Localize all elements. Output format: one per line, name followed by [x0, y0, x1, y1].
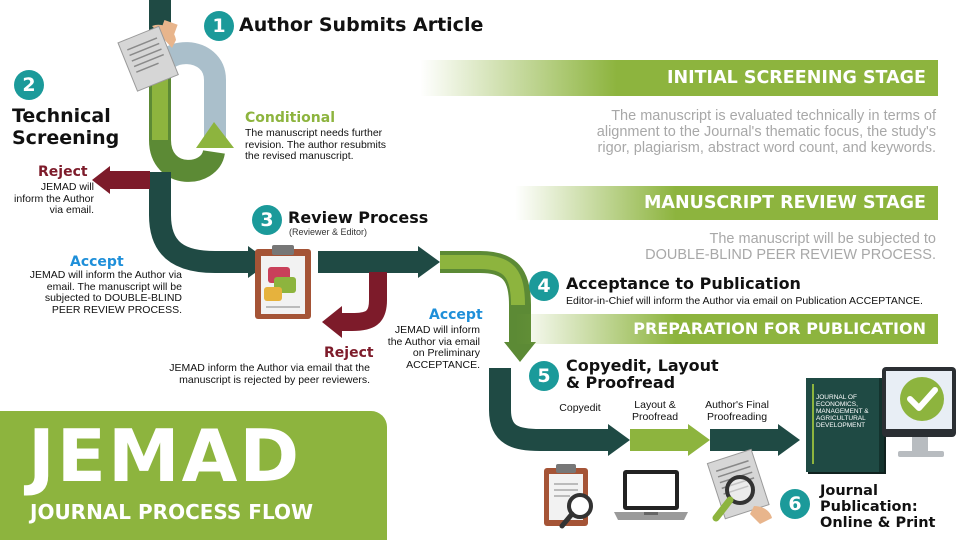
substep-final-line: Proofreading: [706, 410, 768, 423]
substep-layout-line: Layout &: [634, 399, 676, 411]
screening-accept-line: JEMAD will inform the Author via: [29, 269, 182, 281]
step-4-description: Editor-in-Chief will inform the Author v…: [566, 295, 923, 307]
review-reject-arrow: [338, 272, 387, 331]
conditional-arrowhead: [196, 122, 234, 148]
screening-accept-label: Accept: [70, 254, 124, 270]
step-4-badge: 4: [529, 271, 559, 301]
initial-screening-line: alignment to the Journal's thematic focu…: [596, 124, 936, 140]
substep-copyedit: Copyedit: [559, 402, 601, 414]
step-6-title-line: Journal: [820, 483, 878, 499]
clipboard-review-icon: [255, 245, 311, 319]
journal-spine-line: [812, 384, 814, 464]
substep-final-line: Author's Final: [705, 399, 769, 411]
preparation-banner-label: PREPARATION FOR PUBLICATION: [633, 319, 926, 338]
review-accept-description: JEMAD will inform the Author via email o…: [370, 324, 480, 371]
review-reject-line: manuscript is rejected by peer reviewers…: [179, 373, 370, 386]
preparation-banner: PREPARATION FOR PUBLICATION: [515, 314, 938, 344]
manuscript-review-banner: MANUSCRIPT REVIEW STAGE: [515, 186, 938, 220]
conditional-description: The manuscript needs further revision. T…: [245, 127, 387, 163]
conditional-line: revision. The author resubmits: [245, 138, 387, 151]
manuscript-review-line: DOUBLE-BLIND PEER REVIEW PROCESS.: [645, 247, 936, 263]
manuscript-review-line: The manuscript will be subjected to: [709, 231, 936, 247]
screening-reject-arrowhead: [92, 166, 110, 194]
step-2-title-line: Technical: [12, 105, 111, 127]
screening-reject-line: inform the Author: [14, 192, 94, 205]
review-reject-description: JEMAD inform the Author via email that t…: [140, 362, 370, 386]
proofread-magnifier-icon: [706, 448, 772, 524]
conditional-line: The manuscript needs further: [245, 127, 383, 139]
screening-reject-line: via email.: [49, 204, 94, 216]
step-4-title: Acceptance to Publication: [566, 274, 801, 293]
conditional-label: Conditional: [245, 110, 336, 126]
initial-screening-line: The manuscript is evaluated technically …: [611, 108, 936, 124]
laptop-icon: [614, 470, 688, 520]
step-3-badge: 3: [252, 205, 282, 235]
initial-screening-line: rigor, plagiarism, abstract word count, …: [597, 140, 936, 156]
step-3-subtitle: (Reviewer & Editor): [289, 227, 368, 237]
step-6-title: Journal Publication: Online & Print: [820, 483, 936, 531]
step-5-badge: 5: [529, 361, 559, 391]
substep-final-proofreading: Author's Final Proofreading: [694, 399, 780, 423]
step-2-title-line: Screening: [12, 127, 120, 149]
journal-cover-line: MANAGEMENT &: [816, 408, 869, 415]
journal-cover-line: ECONOMICS,: [816, 401, 858, 408]
journal-book-icon: [806, 378, 884, 472]
step-2-title: Technical Screening: [12, 105, 119, 149]
screening-reject-label: Reject: [38, 164, 88, 180]
manuscript-review-banner-label: MANUSCRIPT REVIEW STAGE: [644, 193, 926, 213]
initial-screening-banner-label: INITIAL SCREENING STAGE: [666, 68, 926, 88]
screening-accept-line: email. The manuscript will be: [46, 280, 182, 293]
journal-cover-title: JOURNAL OF ECONOMICS, MANAGEMENT & AGRIC…: [816, 394, 869, 429]
logo-panel: [0, 411, 387, 540]
screening-accept-line: PEER REVIEW PROCESS.: [51, 303, 182, 316]
acceptance-down-arrowhead: [504, 342, 536, 362]
conditional-green-arrow: [149, 70, 225, 182]
review-accept-label: Accept: [429, 307, 483, 323]
substep-layout-proofread: Layout & Proofread: [624, 399, 686, 423]
initial-screening-banner: INITIAL SCREENING STAGE: [420, 60, 938, 96]
manuscript-hand-icon: [117, 19, 179, 92]
screening-accept-line: subjected to DOUBLE-BLIND: [44, 292, 182, 304]
step-6-title-line: Publication:: [820, 499, 918, 515]
step-5-title-line: & Proofread: [566, 373, 676, 392]
clipboard-magnifier-icon: [544, 464, 593, 529]
step-5-title: Copyedit, Layout & Proofread: [566, 357, 719, 391]
screening-accept-description: JEMAD will inform the Author via email. …: [10, 269, 182, 316]
review-accept-line: JEMAD will inform: [394, 324, 480, 336]
logo-title: JEMAD: [28, 414, 302, 498]
screening-reject-line: JEMAD will: [40, 181, 94, 193]
step-1-title: Author Submits Article: [239, 14, 484, 36]
review-reject-line: JEMAD inform the Author via email that t…: [169, 362, 370, 374]
step-6-badge: 6: [780, 489, 810, 519]
step-6-title-line: Online & Print: [820, 515, 936, 531]
step-2-badge: 2: [14, 70, 44, 100]
journal-cover-line: JOURNAL OF: [816, 394, 857, 401]
conditional-line: the revised manuscript.: [245, 150, 354, 162]
step-1-badge: 1: [204, 11, 234, 41]
review-accept-line: on Preliminary: [412, 347, 480, 359]
screening-to-review-arrow: [149, 172, 250, 273]
screening-reject-description: JEMAD will inform the Author via email.: [12, 181, 94, 217]
step-5-title-line: Copyedit, Layout: [566, 356, 719, 375]
manuscript-review-description: The manuscript will be subjected to DOUB…: [645, 231, 936, 263]
review-reject-label: Reject: [324, 345, 374, 361]
review-accept-line: ACCEPTANCE.: [406, 358, 480, 371]
monitor-check-icon: [882, 367, 956, 457]
review-accept-line: the Author via email: [387, 335, 480, 348]
step-3-title: Review Process: [288, 208, 429, 227]
initial-screening-description: The manuscript is evaluated technically …: [597, 108, 936, 156]
journal-cover-line: DEVELOPMENT: [816, 422, 866, 429]
substep-layout-line: Proofread: [631, 410, 679, 423]
logo-subtitle: JOURNAL PROCESS FLOW: [30, 500, 314, 524]
journal-cover-line: AGRICULTURAL: [816, 415, 866, 422]
publication-path-arrow: [489, 368, 610, 451]
